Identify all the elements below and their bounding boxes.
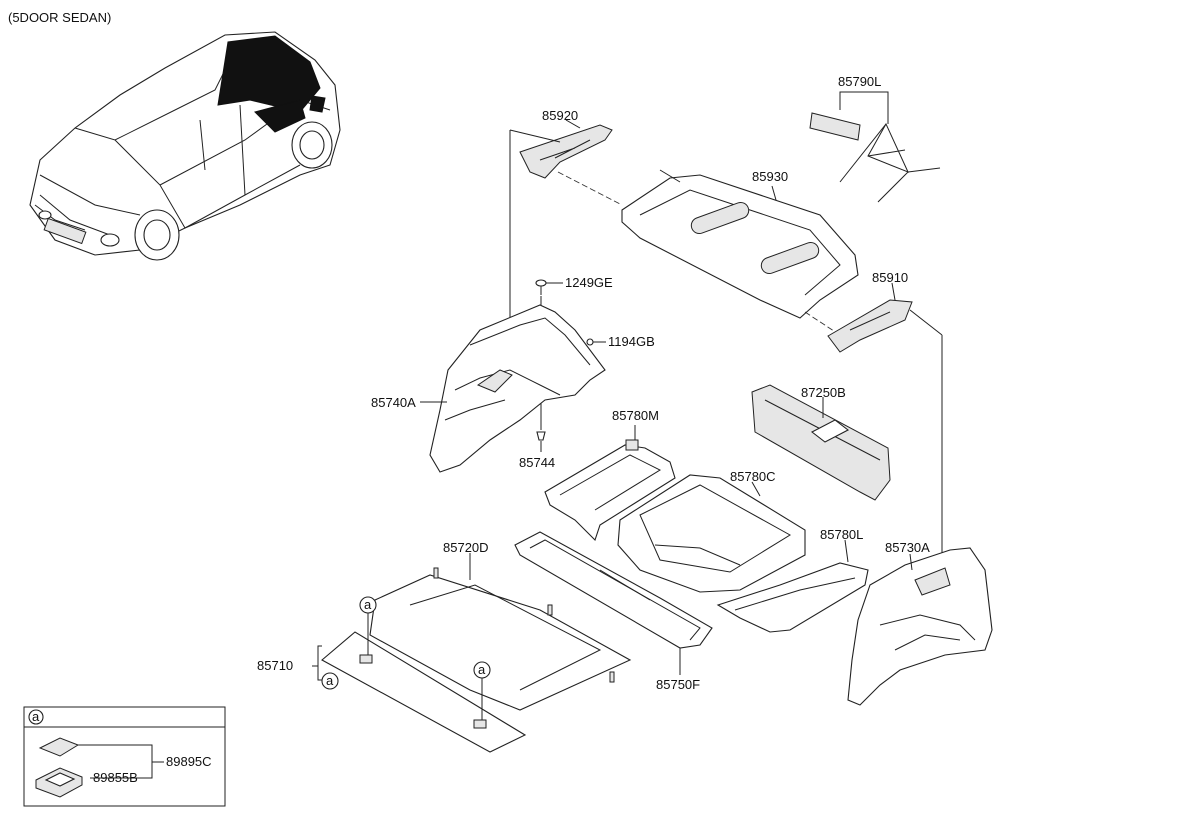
- callout-a-3: a: [321, 672, 339, 690]
- line-85910-a: [909, 309, 943, 336]
- part-85744: [536, 431, 546, 441]
- label-85920: 85920: [542, 108, 578, 123]
- label-89895C: 89895C: [166, 754, 212, 769]
- part-85710: [321, 631, 527, 753]
- part-85920: [519, 124, 613, 179]
- label-89855B: 89855B: [93, 770, 138, 785]
- label-85780C: 85780C: [730, 469, 776, 484]
- label-1194GB: 1194GB: [608, 334, 655, 349]
- leader-85780L: [844, 539, 849, 563]
- svg-text:a: a: [32, 709, 40, 724]
- vehicle-illustration: [29, 31, 341, 261]
- screw-85930: [659, 169, 681, 183]
- label-85740A: 85740A: [371, 395, 416, 410]
- part-87250B: [751, 384, 891, 501]
- label-85720D: 85720D: [443, 540, 489, 555]
- vehicle-caption: (5DOOR SEDAN): [8, 10, 111, 25]
- callout-a-1: a: [359, 596, 377, 655]
- part-85740A: [429, 304, 606, 473]
- label-85930: 85930: [752, 169, 788, 184]
- part-85790L: [809, 112, 941, 203]
- label-85910: 85910: [872, 270, 908, 285]
- label-85750F: 85750F: [656, 677, 700, 692]
- svg-text:a: a: [364, 597, 372, 612]
- leader-85930: [771, 185, 777, 201]
- line-85920-a: [509, 129, 561, 143]
- leader-85710-b: [317, 666, 322, 681]
- part-85730A: [847, 547, 993, 706]
- label-85790L: 85790L: [838, 74, 881, 89]
- label-85780L: 85780L: [820, 527, 863, 542]
- leader-85790L: [839, 91, 889, 124]
- label-85730A: 85730A: [885, 540, 930, 555]
- leader-85920: [565, 119, 581, 129]
- svg-text:a: a: [326, 673, 334, 688]
- label-85744: 85744: [519, 455, 555, 470]
- part-85750F: [514, 531, 713, 649]
- callout-a-2: a: [473, 661, 491, 720]
- part-85910: [827, 299, 913, 353]
- leader-85910: [891, 282, 896, 301]
- part-85930: [621, 174, 859, 319]
- label-87250B: 87250B: [801, 385, 846, 400]
- label-85780M: 85780M: [612, 408, 659, 423]
- part-85780C: [617, 474, 806, 593]
- leader-85780C: [751, 481, 761, 497]
- part-1194GB: [586, 338, 594, 346]
- leader-85710-a: [312, 645, 322, 667]
- part-85780L: [716, 562, 869, 633]
- part-85780M: [544, 439, 676, 542]
- detail-inset-a: a 89895C 89855B: [23, 706, 226, 807]
- svg-text:a: a: [478, 662, 486, 677]
- dashline-b: [804, 311, 841, 336]
- leader-85730A: [909, 553, 913, 571]
- label-85710: 85710: [257, 658, 293, 673]
- part-85720D: [369, 567, 632, 711]
- label-1249GE: 1249GE: [565, 275, 613, 290]
- part-1249GE: [535, 279, 547, 295]
- dashline-a: [557, 171, 623, 206]
